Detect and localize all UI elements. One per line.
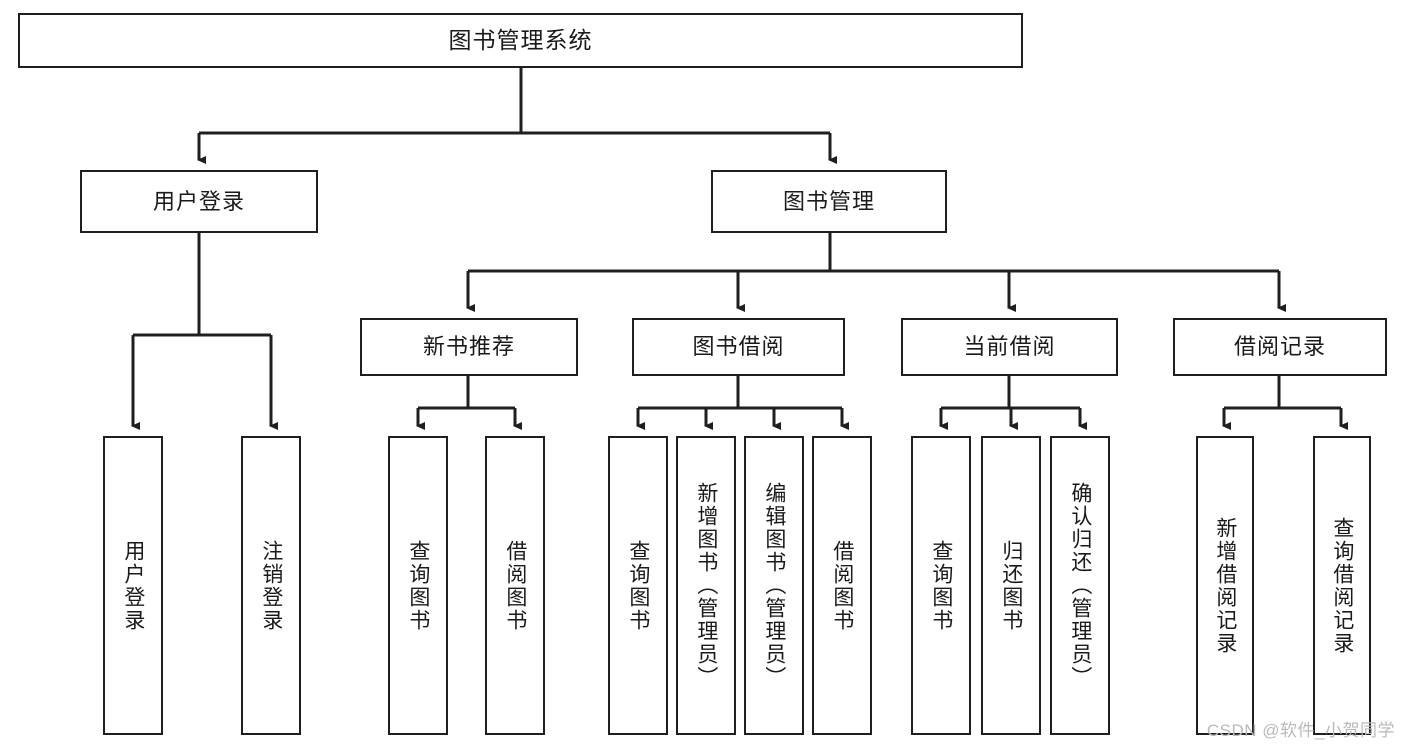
- node-label: 新书推荐: [422, 334, 515, 359]
- node-label: 查询借阅记录: [1330, 516, 1354, 655]
- node-label: 借阅图书: [830, 539, 854, 632]
- node-label: 新增图书（管理员）: [694, 482, 718, 689]
- node-label: 借阅图书: [503, 539, 527, 632]
- leaf-borrow-book[interactable]: 借阅图书: [812, 436, 872, 735]
- node-current-borrow[interactable]: 当前借阅: [901, 318, 1118, 376]
- node-label: 用户登录: [152, 188, 245, 214]
- node-user-login[interactable]: 用户登录: [80, 170, 318, 233]
- leaf-query-book-recommend[interactable]: 查询图书: [388, 436, 448, 735]
- node-label: 确认归还（管理员）: [1068, 482, 1092, 689]
- node-book-management[interactable]: 图书管理: [711, 170, 947, 233]
- leaf-add-borrow-record[interactable]: 新增借阅记录: [1196, 436, 1254, 735]
- node-label: 用户登录: [121, 539, 145, 632]
- node-label: 注销登录: [259, 539, 283, 632]
- node-label: 借阅记录: [1233, 334, 1326, 359]
- leaf-edit-book-admin[interactable]: 编辑图书（管理员）: [744, 436, 804, 735]
- leaf-query-borrow-record[interactable]: 查询借阅记录: [1313, 436, 1371, 735]
- node-label: 新增借阅记录: [1213, 516, 1237, 655]
- node-label: 图书管理: [782, 188, 875, 214]
- leaf-user-logout[interactable]: 注销登录: [241, 436, 301, 735]
- leaf-query-book-borrow[interactable]: 查询图书: [608, 436, 668, 735]
- node-label: 查询图书: [626, 539, 650, 632]
- node-root-system[interactable]: 图书管理系统: [18, 13, 1023, 68]
- node-book-borrow[interactable]: 图书借阅: [632, 318, 845, 376]
- node-label: 编辑图书（管理员）: [762, 482, 786, 689]
- leaf-add-book-admin[interactable]: 新增图书（管理员）: [676, 436, 736, 735]
- node-label: 查询图书: [929, 539, 953, 632]
- node-borrow-record[interactable]: 借阅记录: [1173, 318, 1387, 376]
- leaf-query-book-current[interactable]: 查询图书: [911, 436, 971, 735]
- node-new-book-recommend[interactable]: 新书推荐: [360, 318, 578, 376]
- leaf-return-book[interactable]: 归还图书: [981, 436, 1041, 735]
- leaf-confirm-return-admin[interactable]: 确认归还（管理员）: [1050, 436, 1110, 735]
- node-label: 查询图书: [406, 539, 430, 632]
- node-label: 图书借阅: [692, 334, 785, 359]
- node-label: 归还图书: [999, 539, 1023, 632]
- leaf-user-login[interactable]: 用户登录: [103, 436, 163, 735]
- leaf-borrow-book-recommend[interactable]: 借阅图书: [485, 436, 545, 735]
- node-label: 图书管理系统: [448, 27, 593, 53]
- node-label: 当前借阅: [963, 334, 1056, 359]
